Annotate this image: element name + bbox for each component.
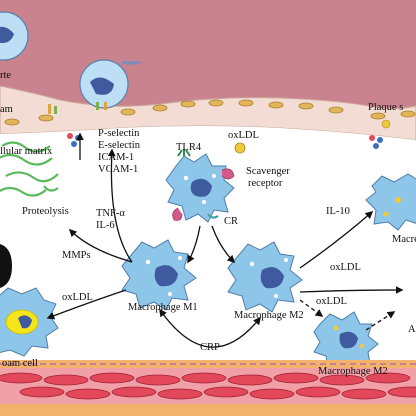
macrophage-m1-label: Macrophage M1 <box>128 302 198 313</box>
monocyte-left <box>0 11 29 61</box>
matrix-label: llular matrix <box>0 146 53 157</box>
vcam-1-label: VCAM-1 <box>98 164 139 175</box>
p-selectin-label: P-selectin <box>98 128 140 139</box>
dark-cell <box>0 244 12 288</box>
tlr4-label: TLR4 <box>176 142 202 153</box>
monocyte-adhering <box>48 59 141 114</box>
cr-label: CR <box>224 216 239 227</box>
oxldl-top-label: oxLDL <box>228 130 259 141</box>
foam-cell-label: oam cell <box>2 358 38 369</box>
monocyte-label: rte <box>0 70 12 81</box>
macrophage-m2-lower-label: Macrophage M2 <box>318 366 388 377</box>
matrix-fibers <box>0 141 59 197</box>
macrophage-m2 <box>227 241 303 313</box>
vessel-lumen <box>0 0 416 118</box>
receptor-label: receptor <box>248 178 283 189</box>
il-6-label: IL-6 <box>96 220 115 231</box>
scavenger-label: Scavenger <box>246 166 290 177</box>
arrows <box>46 132 404 348</box>
foam-cell <box>0 287 59 357</box>
a-label: A <box>408 324 416 335</box>
macro-right-label: Macre <box>392 234 416 245</box>
oxldl-mid-label: oxLDL <box>316 296 347 307</box>
oxldl-right-label: oxLDL <box>330 262 361 273</box>
oxldl-left-label: oxLDL <box>62 292 93 303</box>
crp-label: CRP <box>200 342 220 353</box>
macrophage-right-top <box>365 173 416 231</box>
proteolysis-label: Proteolysis <box>22 206 69 217</box>
intima-region <box>0 126 416 360</box>
mmps-label: MMPs <box>62 250 91 261</box>
adventitia-band <box>0 404 416 416</box>
endothelial-nuclei <box>4 99 416 126</box>
oxldl-particle-icon <box>234 142 246 154</box>
plaque-label: Plaque s <box>368 102 404 113</box>
il-10-label: IL-10 <box>326 206 350 217</box>
e-selectin-label: E-selectin <box>98 140 140 151</box>
macrophage-center <box>165 149 235 223</box>
macrophage-m2-lower <box>313 311 379 373</box>
icam-1-label: ICAM-1 <box>98 152 135 163</box>
endothelium-label: am <box>0 104 13 115</box>
smooth-muscle-cells <box>0 372 416 400</box>
macrophage-m2-label: Macrophage M2 <box>234 310 304 321</box>
internal-elastic-band <box>0 360 416 368</box>
macrophage-m1 <box>121 239 197 311</box>
tnf-alpha-label: TNF-α <box>96 208 125 219</box>
